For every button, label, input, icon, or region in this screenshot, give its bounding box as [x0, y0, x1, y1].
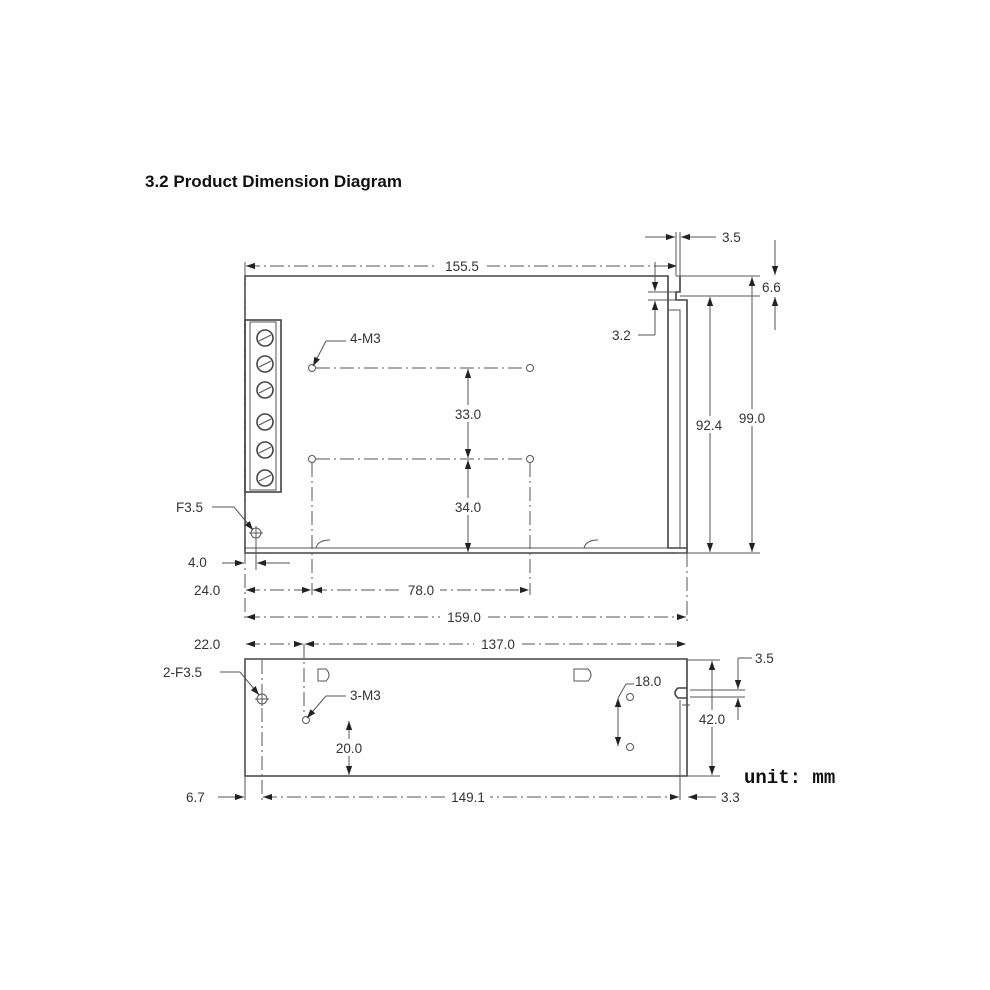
mounting-hole [308, 455, 316, 463]
leader [617, 683, 627, 699]
dim-20-label: 20.0 [336, 741, 362, 756]
hole-2f35-label: 2-F3.5 [163, 665, 202, 680]
mounting-hole [308, 364, 316, 372]
side-slot [674, 687, 687, 699]
mounting-hole [526, 455, 534, 463]
unit-label: unit: mm [744, 767, 835, 789]
hole-4m3-label: 4-M3 [350, 331, 381, 346]
terminal-block [244, 319, 282, 493]
dim-149-label: 149.1 [451, 790, 485, 805]
dim-34-label: 34.0 [455, 500, 481, 515]
side-view-outline [244, 658, 688, 777]
mounting-hole [526, 364, 534, 372]
base-tab [315, 539, 331, 549]
leader [306, 695, 327, 719]
mounting-hole [626, 743, 634, 751]
dim-3-5-label: 3.5 [722, 230, 741, 245]
dim-159-label: 159.0 [447, 610, 481, 625]
dim-24-label: 24.0 [194, 583, 220, 598]
flange-inner [668, 309, 681, 548]
right-flange [675, 276, 688, 548]
terminal-screw-icon [256, 381, 274, 399]
terminal-screw-icon [256, 441, 274, 459]
dim-99-label: 99.0 [739, 411, 765, 426]
vent-slot [573, 668, 592, 682]
dim-155-label: 155.5 [445, 259, 479, 274]
base-tab [583, 539, 599, 549]
dim-6-6-label: 6.6 [762, 280, 781, 295]
dim-33-label: 33.0 [455, 407, 481, 422]
dim-3-3-label: 3.3 [721, 790, 740, 805]
terminal-screw-icon [256, 413, 274, 431]
hole-f35 [249, 526, 263, 540]
dim-78-label: 78.0 [408, 583, 434, 598]
dim-137-label: 137.0 [481, 637, 515, 652]
side-view: 22.0 137.0 3.5 42.0 2-F3.5 3-M3 [163, 635, 835, 805]
leader [312, 340, 327, 367]
page-title: 3.2 Product Dimension Diagram [145, 172, 402, 191]
dim-92-4-label: 92.4 [696, 418, 723, 433]
terminal-screw-icon [256, 355, 274, 373]
dim-3-2-label: 3.2 [612, 328, 631, 343]
hole-f35-label: F3.5 [176, 500, 203, 515]
mounting-hole [302, 716, 310, 724]
top-view: 155.5 3.5 6.6 3.2 92.4 99 [176, 230, 781, 625]
dim-42-label: 42.0 [699, 712, 725, 727]
dim-6-7-label: 6.7 [186, 790, 205, 805]
mounting-hole [626, 693, 634, 701]
vent-slot [317, 668, 330, 682]
terminal-screw-icon [256, 469, 274, 487]
dim-4-label: 4.0 [188, 555, 207, 570]
leader [233, 506, 254, 531]
hole-2f35 [255, 692, 269, 706]
terminal-screw-icon [256, 329, 274, 347]
leader [239, 671, 260, 696]
dim-slot-label: 3.5 [755, 651, 774, 666]
dim-18-label: 18.0 [635, 674, 661, 689]
dim-22-label: 22.0 [194, 637, 220, 652]
hole-3m3-label: 3-M3 [350, 688, 381, 703]
